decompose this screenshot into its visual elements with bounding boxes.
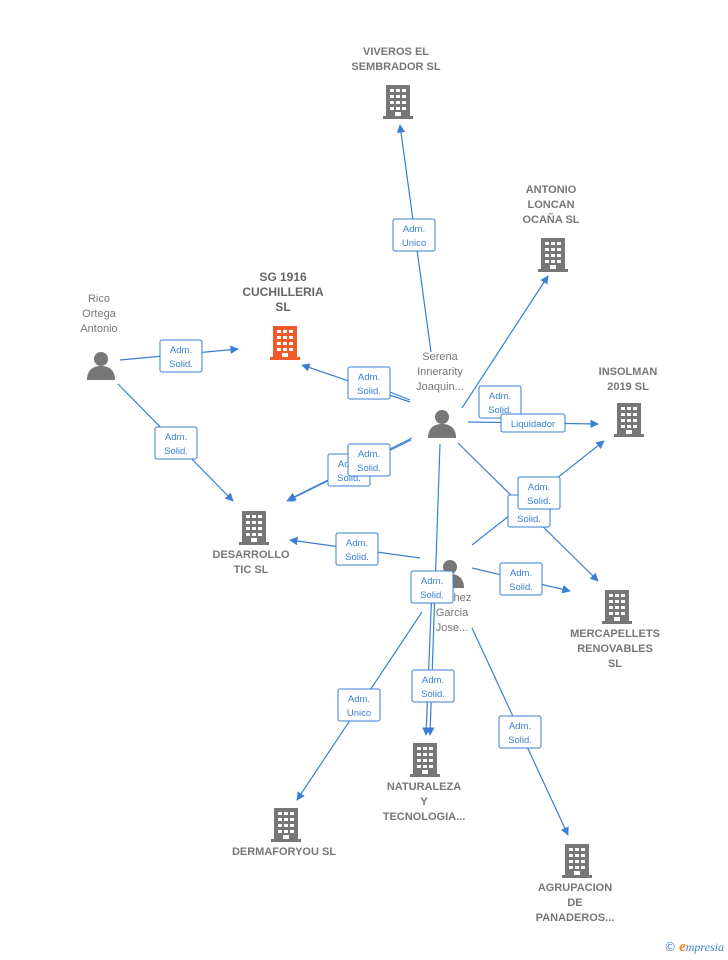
building-icon [538, 238, 568, 272]
node-dermaforyou[interactable]: DERMAFORYOU SL [232, 808, 336, 858]
svg-text:Adm.Unico: Adm.Unico [347, 694, 371, 719]
relation-label[interactable]: Adm.Solid. [347, 366, 391, 400]
svg-text:Adm.Solid.: Adm.Solid. [164, 432, 188, 457]
edge-line [422, 586, 433, 736]
relation-label[interactable]: Adm.Unico [337, 688, 381, 722]
building-icon [562, 844, 592, 878]
relation-label[interactable]: Adm.Solid. [410, 570, 454, 604]
building-icon [410, 743, 440, 777]
svg-text:Adm.Solid.: Adm.Solid. [420, 576, 444, 601]
relation-label[interactable]: Adm.Solid. [411, 669, 455, 703]
footer-brand: ©empresia [664, 939, 724, 956]
brand-logo-initial: e [679, 939, 686, 955]
relation-label[interactable]: Adm.Solid. [517, 476, 561, 510]
svg-text:Adm.Solid.: Adm.Solid. [509, 568, 533, 593]
building-icon [271, 808, 301, 842]
svg-text:Adm.Solid.: Adm.Solid. [357, 449, 381, 474]
relation-label[interactable]: Adm.Solid. [478, 385, 522, 419]
relation-label[interactable]: Liquidador [500, 413, 566, 433]
building-icon [383, 85, 413, 119]
svg-text:Adm.Unico: Adm.Unico [402, 224, 426, 249]
relation-label[interactable]: Adm.Unico [392, 218, 436, 252]
edge-line [461, 275, 549, 409]
svg-text:Adm.Solid.: Adm.Solid. [527, 482, 551, 507]
copyright-icon: © [664, 940, 677, 954]
person-icon [87, 352, 115, 380]
svg-text:Adm.Solid.: Adm.Solid. [169, 345, 193, 370]
relation-label[interactable]: Adm.Solid. [498, 715, 542, 749]
node-label: DERMAFORYOU SL [232, 846, 336, 858]
svg-text:Adm.Solid.: Adm.Solid. [488, 391, 512, 416]
relation-label[interactable]: Adm.Solid. [499, 562, 543, 596]
svg-text:Liquidador: Liquidador [511, 419, 555, 430]
building-icon [614, 403, 644, 437]
relation-label[interactable]: Adm.Solid. [159, 339, 203, 373]
svg-text:Adm.Solid.: Adm.Solid. [421, 675, 445, 700]
building-icon [602, 590, 632, 624]
svg-text:Adm.Solid.: Adm.Solid. [345, 538, 369, 563]
brand-logo-text: mpresia [685, 940, 724, 954]
relation-label[interactable]: Adm.Solid. [335, 532, 379, 566]
relation-label[interactable]: Adm.Solid. [347, 443, 391, 477]
svg-text:Adm.Solid.: Adm.Solid. [508, 721, 532, 746]
building-icon [270, 326, 300, 360]
relations-layer: Adm.UnicoAdm.Solid.Adm.Solid.Adm.Solid.L… [154, 218, 566, 749]
svg-text:Adm.Solid.: Adm.Solid. [357, 372, 381, 397]
relation-label[interactable]: Adm.Solid. [154, 426, 198, 460]
building-icon [239, 511, 269, 545]
person-icon [428, 410, 456, 438]
